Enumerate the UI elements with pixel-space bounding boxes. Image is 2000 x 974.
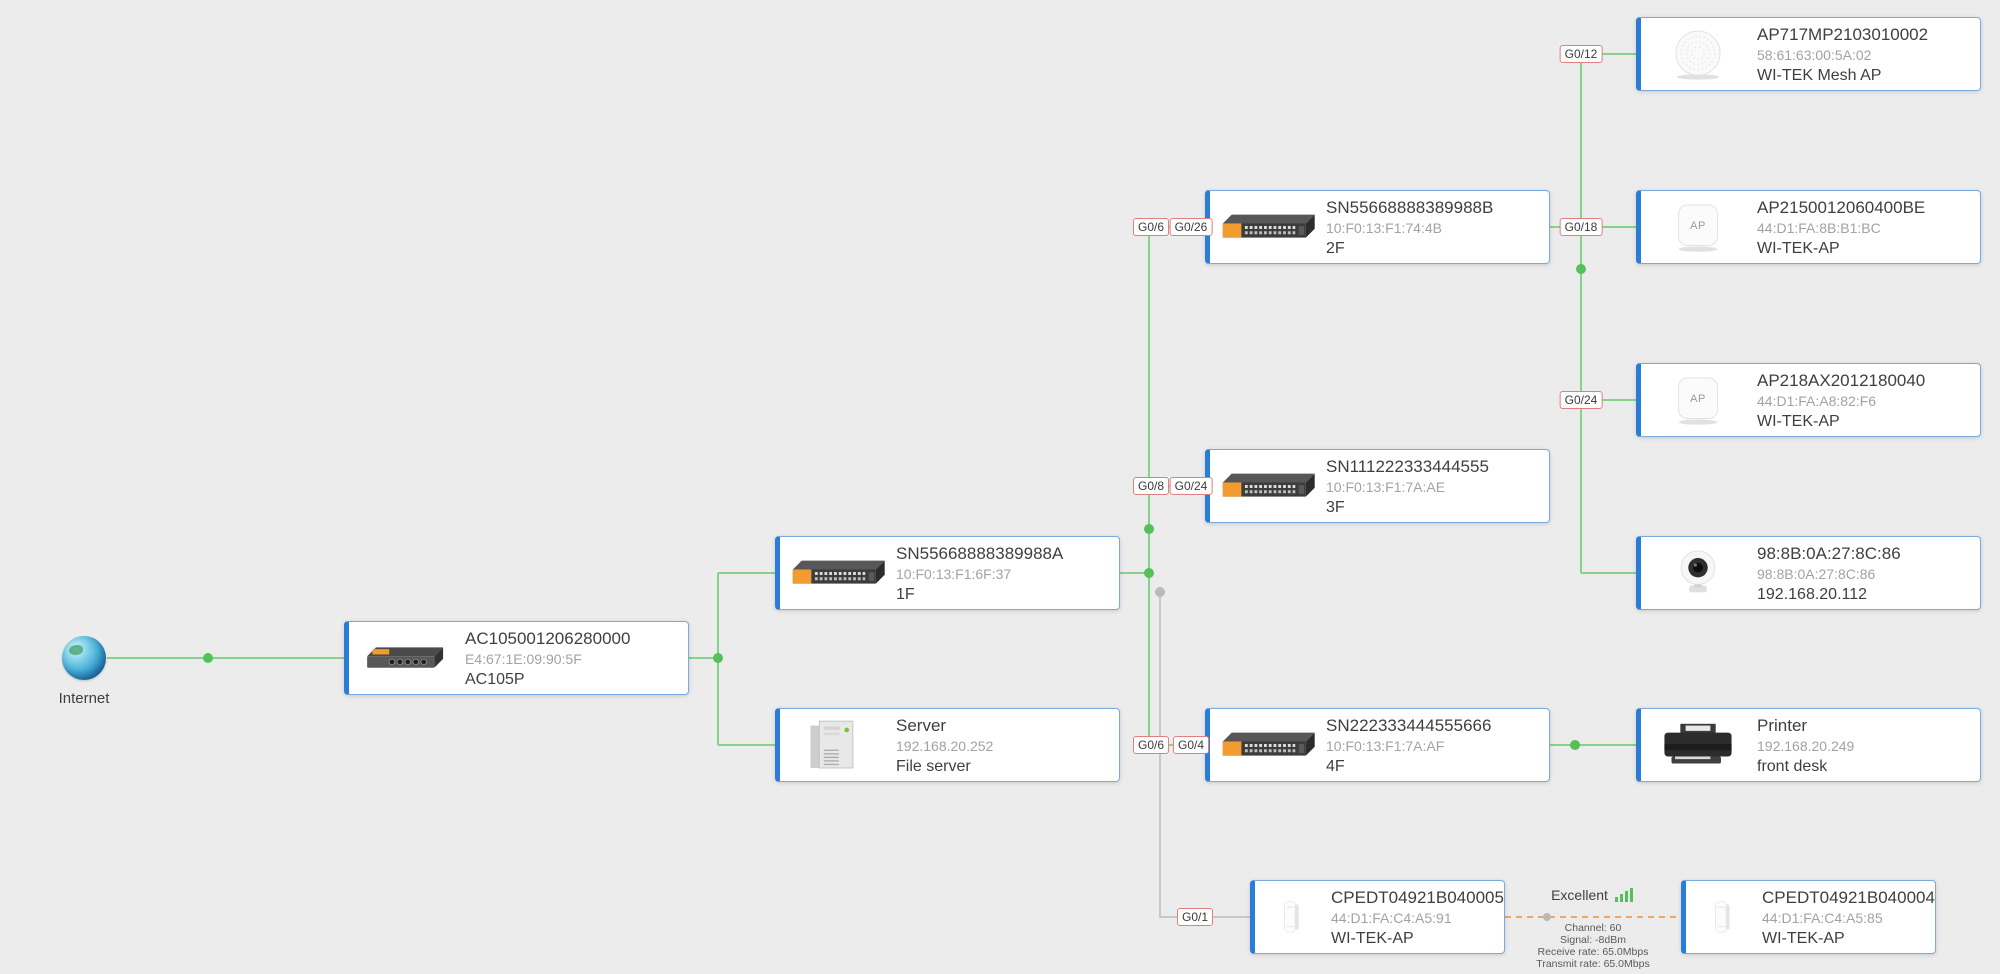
- wireless-receive-rate: Receive rate: 65.0Mbps: [1537, 946, 1649, 958]
- device-card-camera[interactable]: 98:8B:0A:27:8C:86 98:8B:0A:27:8C:86 192.…: [1636, 536, 1981, 610]
- device-ip: 192.168.20.252: [896, 737, 994, 754]
- cpe-icon: [1690, 886, 1756, 948]
- printer-icon: [1645, 714, 1751, 776]
- switch-icon: [1214, 196, 1320, 258]
- switch-icon: [784, 542, 890, 604]
- ap-badge: AP: [1690, 392, 1706, 405]
- device-card-switch-2f[interactable]: SN55668888389988B 10:F0:13:F1:74:4B 2F: [1205, 190, 1550, 264]
- router-icon: [353, 627, 459, 689]
- device-mac: 10:F0:13:F1:6F:37: [896, 565, 1012, 582]
- internet-label: Internet: [58, 690, 110, 707]
- device-card-switch-4f[interactable]: SN222333444555666 10:F0:13:F1:7A:AF 4F: [1205, 708, 1550, 782]
- port-label-g0-26: G0/26: [1169, 218, 1213, 236]
- wireless-link-info: Excellent Channel: 60 Signal: -8dBm Rece…: [1505, 886, 1681, 970]
- device-label: WI-TEK-AP: [1757, 239, 1840, 257]
- device-title: SN55668888389988B: [1326, 197, 1494, 217]
- ap-icon: AP: [1645, 196, 1751, 258]
- device-mac: 58:61:63:00:5A:02: [1757, 46, 1872, 63]
- port-label-g0-12: G0/12: [1559, 45, 1603, 63]
- port-label-g0-6-4f: G0/6: [1132, 736, 1170, 754]
- device-label: 4F: [1326, 757, 1345, 775]
- server-icon: [784, 714, 890, 776]
- device-mac: 98:8B:0A:27:8C:86: [1757, 565, 1876, 582]
- device-mac: 10:F0:13:F1:74:4B: [1326, 219, 1442, 236]
- port-label-g0-18: G0/18: [1559, 218, 1603, 236]
- device-card-printer[interactable]: Printer 192.168.20.249 front desk: [1636, 708, 1981, 782]
- device-card-cpe-040004[interactable]: CPEDT04921B040004 44:D1:FA:C4:A5:85 WI-T…: [1681, 880, 1936, 954]
- wireless-signal: Signal: -8dBm: [1560, 934, 1626, 946]
- ap-icon: AP: [1645, 369, 1751, 431]
- device-mac: 10:F0:13:F1:7A:AF: [1326, 737, 1445, 754]
- wireless-quality-label: Excellent: [1551, 887, 1608, 903]
- link-status-dots-green: [203, 264, 1586, 750]
- device-label: 1F: [896, 585, 915, 603]
- device-title: SN55668888389988A: [896, 543, 1064, 563]
- device-label: WI-TEK-AP: [1762, 929, 1845, 947]
- internet-node[interactable]: [62, 636, 106, 680]
- device-card-mesh-ap[interactable]: AP717MP2103010002 58:61:63:00:5A:02 WI-T…: [1636, 17, 1981, 91]
- device-title: AP218AX2012180040: [1757, 370, 1926, 390]
- device-ip: 192.168.20.112: [1757, 585, 1868, 603]
- device-label: front desk: [1757, 757, 1828, 775]
- device-label: WI-TEK Mesh AP: [1757, 66, 1882, 84]
- device-title: CPEDT04921B040004: [1762, 887, 1935, 907]
- port-label-g0-24-3f: G0/24: [1169, 477, 1213, 495]
- mesh-ap-icon: [1645, 23, 1751, 85]
- device-label: WI-TEK-AP: [1757, 412, 1840, 430]
- ap-badge: AP: [1690, 219, 1706, 232]
- device-mac: 10:F0:13:F1:7A:AE: [1326, 478, 1446, 495]
- device-title: AC105001206280000: [465, 628, 631, 648]
- wireless-transmit-rate: Transmit rate: 65.0Mbps: [1536, 958, 1650, 970]
- device-title: SN222333444555666: [1326, 715, 1492, 735]
- device-title: AP2150012060400BE: [1757, 197, 1926, 217]
- switch-icon: [1214, 455, 1320, 517]
- device-mac: 44:D1:FA:A8:82:F6: [1757, 392, 1877, 409]
- device-label: WI-TEK-AP: [1331, 929, 1414, 947]
- port-label-g0-1: G0/1: [1176, 908, 1214, 926]
- cpe-icon: [1259, 886, 1325, 948]
- device-card-file-server[interactable]: Server 192.168.20.252 File server: [775, 708, 1120, 782]
- device-card-ap215[interactable]: AP AP2150012060400BE 44:D1:FA:8B:B1:BC W…: [1636, 190, 1981, 264]
- link-status-dots-gray: [1155, 587, 1551, 921]
- device-card-ap218[interactable]: AP AP218AX2012180040 44:D1:FA:A8:82:F6 W…: [1636, 363, 1981, 437]
- device-title: Printer: [1757, 715, 1808, 735]
- device-title: AP717MP2103010002: [1757, 24, 1929, 44]
- device-card-ac-controller[interactable]: AC105001206280000 E4:67:1E:09:90:5F AC10…: [344, 621, 689, 695]
- device-card-cpe-040005[interactable]: CPEDT04921B040005 44:D1:FA:C4:A5:91 WI-T…: [1250, 880, 1505, 954]
- port-label-g0-8: G0/8: [1132, 477, 1170, 495]
- device-mac: 44:D1:FA:C4:A5:91: [1331, 909, 1452, 926]
- device-mac: 44:D1:FA:C4:A5:85: [1762, 909, 1883, 926]
- device-title: SN111222333444555: [1326, 456, 1489, 476]
- device-mac: E4:67:1E:09:90:5F: [465, 650, 582, 667]
- device-title: Server: [896, 715, 947, 735]
- port-label-g0-24-ap: G0/24: [1559, 391, 1603, 409]
- device-ip: 192.168.20.249: [1757, 737, 1855, 754]
- device-title: CPEDT04921B040005: [1331, 887, 1504, 907]
- device-card-switch-1f[interactable]: SN55668888389988A 10:F0:13:F1:6F:37 1F: [775, 536, 1120, 610]
- device-title: 98:8B:0A:27:8C:86: [1757, 543, 1901, 563]
- device-label: AC105P: [465, 670, 525, 688]
- wired-links-green: [107, 53, 1636, 746]
- device-label: 2F: [1326, 239, 1345, 257]
- device-card-switch-3f[interactable]: SN111222333444555 10:F0:13:F1:7A:AE 3F: [1205, 449, 1550, 523]
- device-mac: 44:D1:FA:8B:B1:BC: [1757, 219, 1881, 236]
- device-label: 3F: [1326, 498, 1345, 516]
- switch-icon: [1214, 714, 1320, 776]
- port-label-g0-6-2f: G0/6: [1132, 218, 1170, 236]
- signal-bars-icon: [1614, 888, 1633, 902]
- device-label: File server: [896, 757, 971, 775]
- port-label-g0-4: G0/4: [1172, 736, 1210, 754]
- camera-icon: [1645, 542, 1751, 604]
- wired-link-gray: [1159, 592, 1250, 918]
- wireless-channel: Channel: 60: [1564, 922, 1622, 934]
